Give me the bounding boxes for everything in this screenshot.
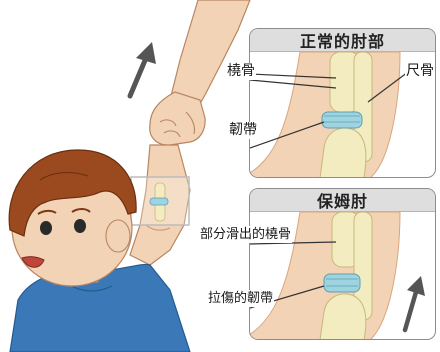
label-subluxed-radius: 部分滑出的橈骨	[199, 226, 292, 243]
ligament	[322, 112, 362, 128]
normal-elbow-panel: 正常的肘部	[249, 28, 436, 178]
panel-arrow	[405, 292, 416, 330]
label-ligament: 韌帶	[228, 122, 258, 139]
label-torn-ligament: 拉傷的韌帶	[207, 290, 274, 307]
panel-title-nursemaid: 保姆肘	[250, 189, 435, 212]
label-ulna: 尺骨	[405, 63, 435, 80]
nursemaid-elbow-panel: 保姆肘	[249, 188, 436, 340]
ligament	[324, 274, 360, 292]
panel-title-normal: 正常的肘部	[250, 29, 435, 52]
pull-direction-arrow	[130, 42, 156, 96]
label-radius: 橈骨	[226, 63, 256, 80]
